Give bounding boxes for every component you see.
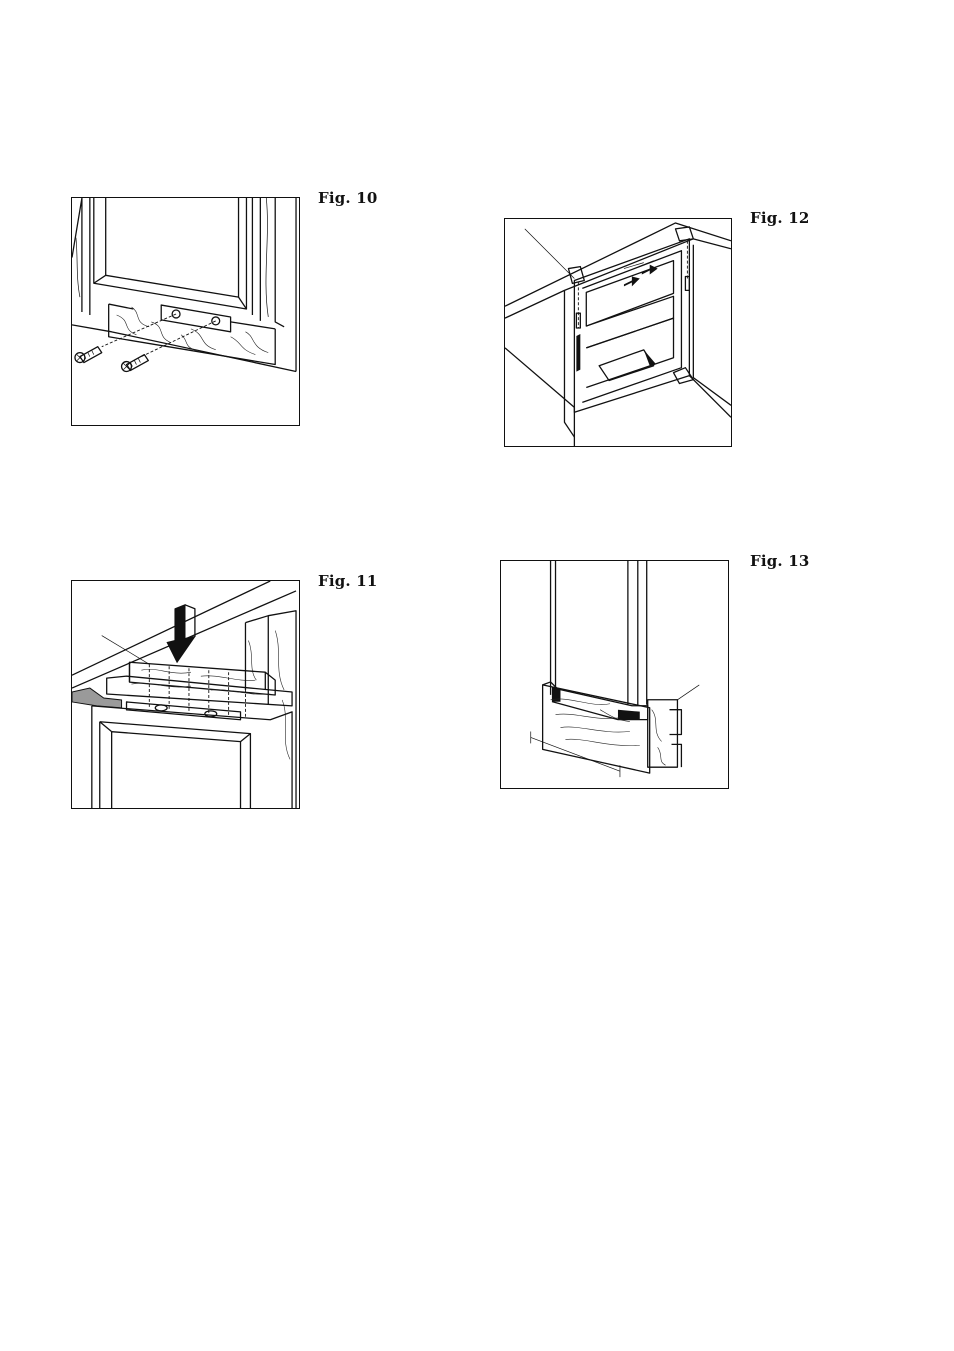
screw-2-icon: [122, 355, 149, 372]
figure-13-caption: Fig. 13: [750, 552, 810, 570]
figure-12-illustration: [504, 218, 732, 447]
top-bracket-drawing: [72, 581, 299, 808]
figure-12-caption: Fig. 12: [750, 209, 810, 227]
screw-1-icon: [75, 347, 102, 363]
door-bracket-drawing: [72, 198, 299, 425]
appliance-niche-drawing: [505, 219, 731, 446]
figure-11-caption: Fig. 11: [318, 572, 378, 590]
figure-13-illustration: [500, 560, 729, 789]
figure-10-illustration: [71, 197, 300, 426]
figure-11-illustration: [71, 580, 300, 809]
press-down-arrow-icon: [167, 605, 195, 662]
figure-10-caption: Fig. 10: [318, 189, 378, 207]
plinth-cover-drawing: [501, 561, 728, 788]
